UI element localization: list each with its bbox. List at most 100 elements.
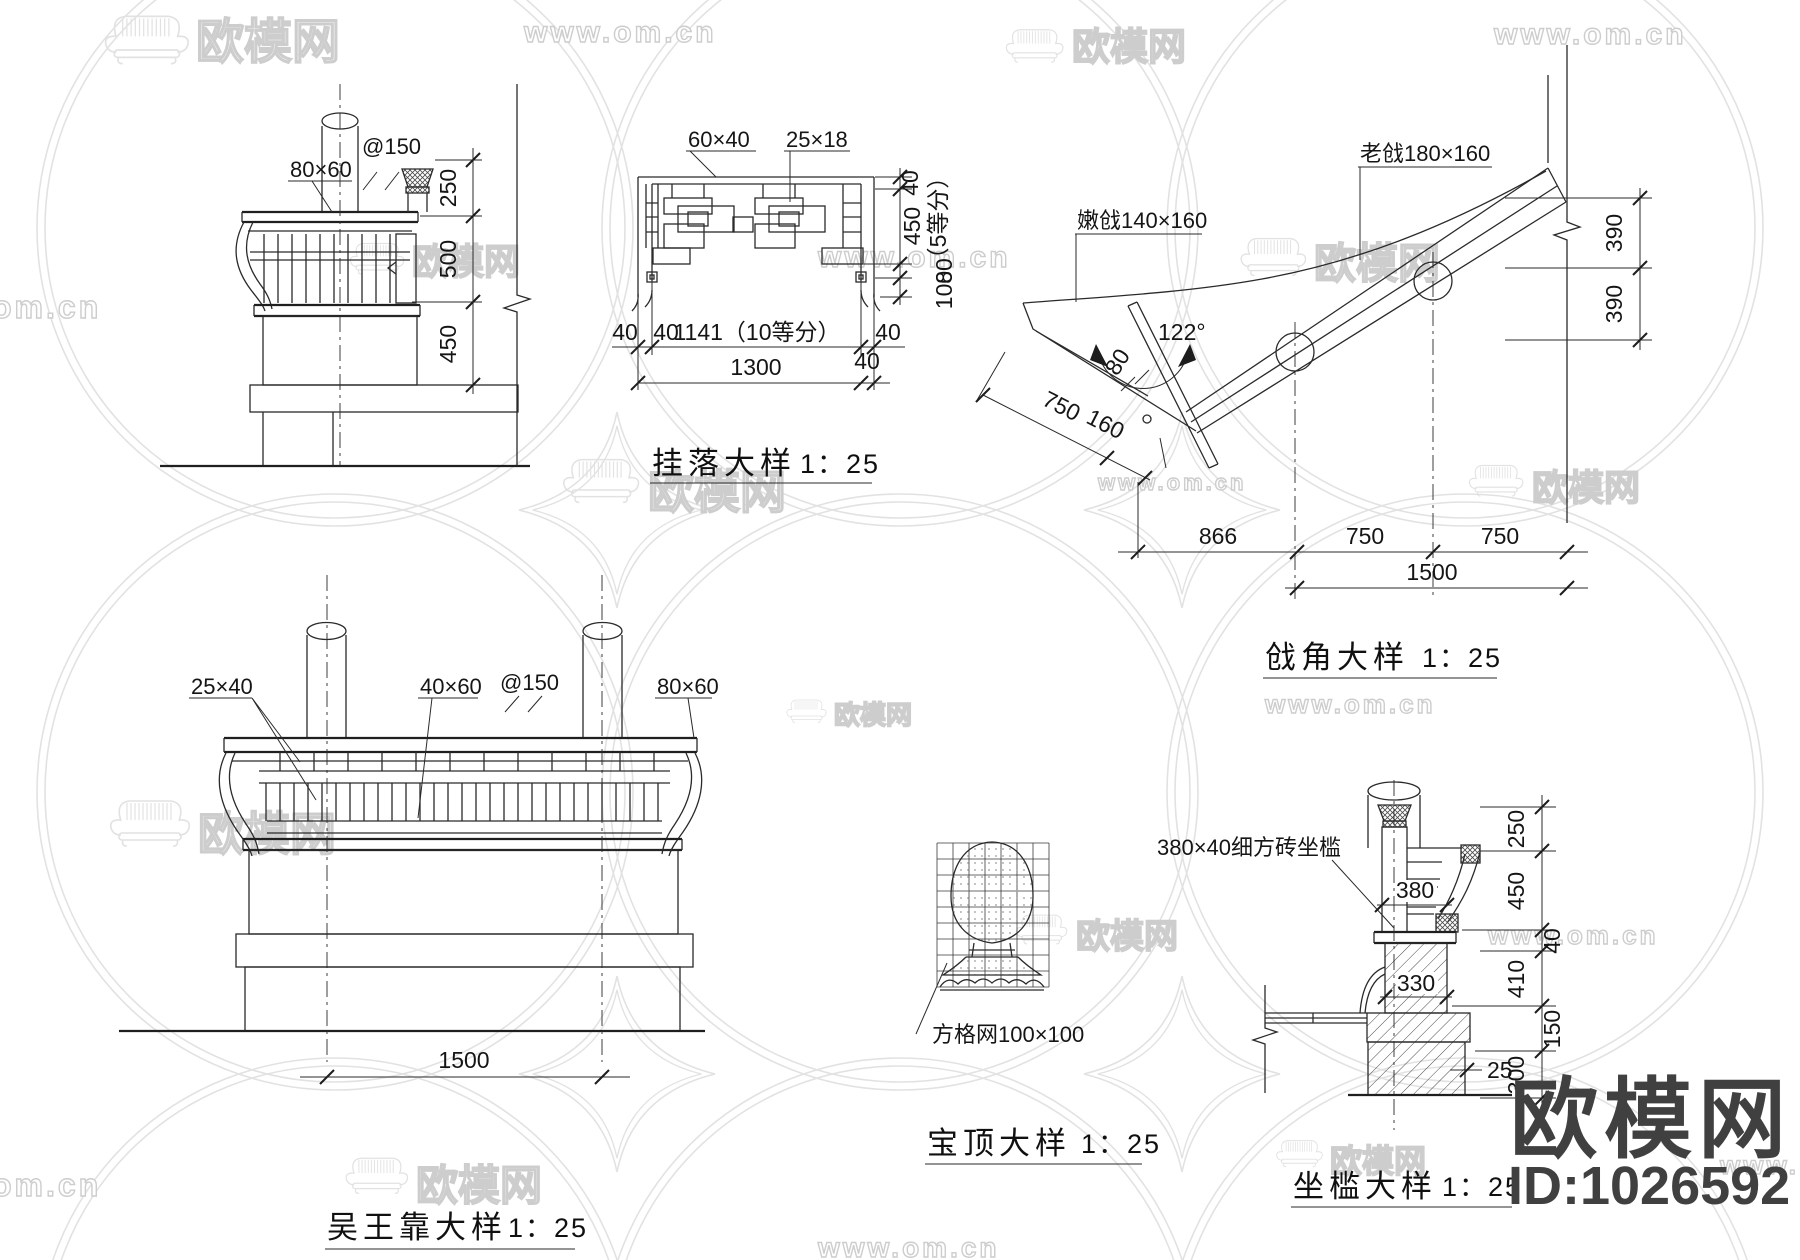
label-grid: 方格网100×100 xyxy=(932,1022,1084,1047)
watermark-url: www.om.cn xyxy=(523,16,717,49)
watermark-brand: 欧模网 xyxy=(198,808,336,860)
dim-390b: 390 xyxy=(1601,285,1627,323)
dim-1500: 1500 xyxy=(1406,559,1457,585)
dim-5dengfen: （5等分） xyxy=(925,166,951,271)
seat-section-dimensions: 250 500 450 80×60 @150 xyxy=(288,134,482,394)
detail-scale: 1：25 xyxy=(1422,643,1502,673)
label-25x40: 25×40 xyxy=(191,674,253,699)
dim-1141: 1141（10等分） xyxy=(673,319,840,345)
watermark-dark-id: ID:1026592 xyxy=(1508,1156,1790,1216)
dim-160: 160 xyxy=(1083,404,1129,445)
watermark-dark: 欧模网 ID:1026592 xyxy=(1508,1070,1792,1216)
dim-40a: 40 xyxy=(612,319,638,345)
dim-40c: 40 xyxy=(875,319,901,345)
dim-390a: 390 xyxy=(1601,214,1627,252)
gualuo-linework xyxy=(631,176,881,312)
angle-arrow xyxy=(1178,344,1196,367)
angle-arrow xyxy=(1090,344,1108,367)
seat-section-linework xyxy=(160,84,533,468)
watermark-brand: 欧模网 xyxy=(1314,240,1440,287)
detail-scale: 1：25 xyxy=(800,449,880,479)
dim-250: 250 xyxy=(1503,810,1529,848)
watermark-url: www.om.cn xyxy=(1264,689,1436,719)
sofa-icon xyxy=(786,699,827,723)
watermark-brand: 欧模网 xyxy=(416,1162,542,1209)
watermark-url: www.om.cn xyxy=(1493,18,1687,51)
dim-410: 410 xyxy=(1503,960,1529,998)
label-80x60: 80×60 xyxy=(657,674,719,699)
baoding-finial xyxy=(939,841,1045,991)
label-at150: @150 xyxy=(500,670,559,695)
qiangjiao-title: 戗角大样 1：25 xyxy=(1263,640,1502,679)
zuokan-annotations: 380×40细方砖坐槛 380 330 25 250 450 40 410 15… xyxy=(1157,795,1565,1110)
label-brick: 380×40细方砖坐槛 xyxy=(1157,835,1341,860)
detail-title: 吴王靠大样 xyxy=(327,1210,507,1245)
watermark-brand: 欧模网 xyxy=(1076,918,1178,956)
watermark-url-short: om.cn xyxy=(0,289,101,325)
watermark-url: www.om.cn xyxy=(817,241,1011,274)
sofa-icon xyxy=(1005,29,1064,63)
baoding-title: 宝顶大样 1：25 xyxy=(925,1126,1159,1165)
detail-title: 坐槛大样 xyxy=(1293,1169,1437,1204)
dim-40b: 40 xyxy=(653,319,679,345)
watermark-url: www.om.cn xyxy=(1097,470,1246,495)
dim-330: 330 xyxy=(1397,970,1435,996)
gualuo-dimensions: 60×40 25×18 40 450 （5等分） 80 100 40 40 11… xyxy=(612,127,957,391)
watermark-brand: 欧模网 xyxy=(834,700,912,730)
dim-500: 500 xyxy=(435,240,461,278)
dim-1500: 1500 xyxy=(438,1047,489,1073)
detail-title: 挂落大样 xyxy=(652,446,796,481)
dim-40: 40 xyxy=(1539,928,1565,954)
sofa-icon xyxy=(1276,1140,1323,1168)
qiangjiao-annotations: 嫩戗140×160 老戗180×160 122° 80 750 160 390 … xyxy=(975,141,1652,596)
watermark-url-partial: www. xyxy=(1719,1150,1799,1180)
watermark-brand: 欧模网 xyxy=(196,16,340,69)
dim-halo xyxy=(1396,972,1438,994)
watermark-logos: 欧模网 欧模网 欧模网 欧模网 欧模网 欧模网 欧模网 欧模网 欧模网 欧模网 xyxy=(104,15,1641,1210)
detail-title: 戗角大样 xyxy=(1265,640,1409,675)
dim-450: 450 xyxy=(435,325,461,363)
dim-750b: 750 xyxy=(1346,523,1384,549)
sofa-icon xyxy=(1240,237,1307,277)
lattice-motif-left xyxy=(663,184,735,249)
detail-seat-section: 250 500 450 80×60 @150 xyxy=(160,84,533,468)
watermark-brand: 欧模网 xyxy=(648,466,786,518)
watermark-brand: 欧模网 xyxy=(1532,467,1640,508)
label-at150: @150 xyxy=(362,134,421,159)
watermark-url: www.om.cn xyxy=(817,1232,1000,1260)
detail-scale: 1：25 xyxy=(1442,1172,1522,1202)
detail-baoding: 方格网100×100 宝顶大样 1：25 xyxy=(915,841,1159,1165)
dim-250: 250 xyxy=(435,169,461,207)
dim-150: 150 xyxy=(1539,1010,1565,1048)
label-25x18: 25×18 xyxy=(786,127,848,152)
detail-wuwangkao: 25×40 40×60 @150 80×60 1500 吴王靠大样 1：25 xyxy=(119,575,719,1250)
label-laoqiang: 老戗180×160 xyxy=(1360,141,1490,166)
lattice-motif-right xyxy=(754,184,826,249)
detail-qiangjiao: 嫩戗140×160 老戗180×160 122° 80 750 160 390 … xyxy=(975,45,1652,679)
sofa-icon xyxy=(109,800,191,847)
label-40x60: 40×60 xyxy=(420,674,482,699)
watermark-brand: 欧模网 xyxy=(412,241,520,282)
dim-750c: 750 xyxy=(1481,523,1519,549)
label-60x40: 60×40 xyxy=(688,127,750,152)
dim-40: 40 xyxy=(897,170,923,196)
dim-300: 300 xyxy=(1503,1056,1529,1094)
dim-380: 380 xyxy=(1396,877,1434,903)
dim-450: 450 xyxy=(899,207,925,245)
watermark-brand: 欧模网 xyxy=(1330,1143,1426,1179)
detail-gualuo: 60×40 25×18 40 450 （5等分） 80 100 40 40 11… xyxy=(612,127,957,484)
detail-scale: 1：25 xyxy=(508,1213,588,1243)
sofa-icon xyxy=(345,1157,409,1194)
watermark-dark-brand: 欧模网 xyxy=(1510,1070,1792,1169)
dim-halo xyxy=(1393,880,1437,902)
dim-25: 25 xyxy=(1487,1057,1513,1083)
zuokan-linework xyxy=(1250,781,1512,1097)
detail-zuokan: 380×40细方砖坐槛 380 330 25 250 450 40 410 15… xyxy=(1157,780,1565,1208)
zuokan-title: 坐槛大样 1：25 xyxy=(1291,1169,1522,1208)
wuwangkao-annotations: 25×40 40×60 @150 80×60 1500 xyxy=(189,670,719,1085)
dim-40d: 40 xyxy=(854,348,880,374)
watermark-urls: www.om.cn www.om.cn www.om.cn www.om.cn … xyxy=(0,15,1799,1260)
watermark-url-short: om.cn xyxy=(0,1167,101,1203)
label-80x60: 80×60 xyxy=(290,157,352,182)
